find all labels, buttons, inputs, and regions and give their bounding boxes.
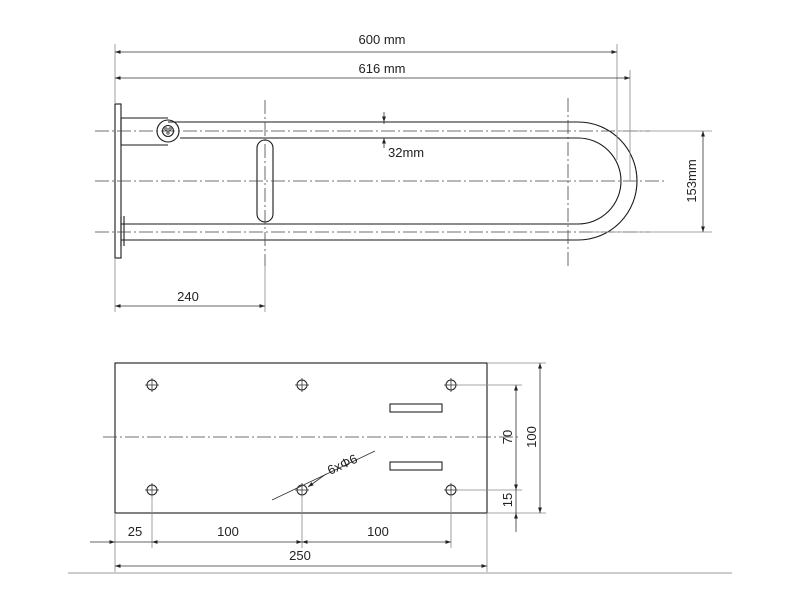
dim-length-600: 600 mm [359, 32, 406, 47]
dim-hole-vertical-70: 70 [500, 430, 515, 444]
mounting-plate-view: 6xΦ6 25 100 100 250 70 15 10 [90, 362, 546, 572]
dim-spacing-left: 100 [217, 524, 239, 539]
plate-slot-upper [389, 403, 443, 413]
dim-edge-offset-25: 25 [128, 524, 142, 539]
dim-grip-offset-240: 240 [177, 289, 199, 304]
dim-spacing-right: 100 [367, 524, 389, 539]
grab-bar-top-view: 600 mm 616 mm 32mm 153mm 240 [95, 32, 712, 312]
dim-length-616: 616 mm [359, 61, 406, 76]
dim-tube-diameter: 32mm [388, 145, 424, 160]
dim-hole-bottom-15: 15 [500, 493, 515, 507]
label-holes: 6xΦ6 [325, 451, 360, 478]
dim-height-153: 153mm [684, 159, 699, 202]
dim-height-100: 100 [524, 426, 539, 448]
mounting-plate [114, 362, 488, 514]
plate-slot-lower [389, 461, 443, 471]
dim-width-250: 250 [289, 548, 311, 563]
mounting-holes [145, 378, 458, 497]
